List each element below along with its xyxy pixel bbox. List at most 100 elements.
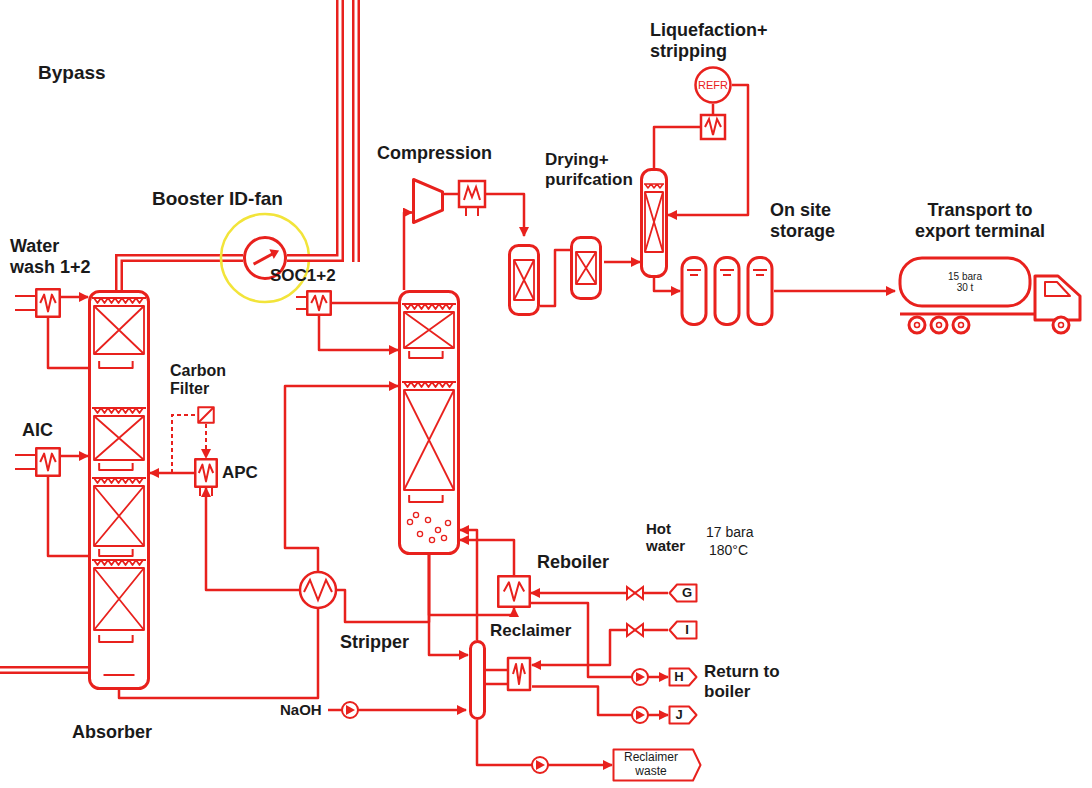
valve [627, 624, 643, 636]
equipment-label: Reclaimer [490, 621, 590, 641]
flow-line [774, 290, 895, 293]
offpage-connector [670, 622, 697, 639]
reclaimer-vessel [471, 642, 485, 719]
annotation-label: Bypass [38, 62, 138, 84]
adsorbent-bed [576, 252, 596, 284]
collector-tray [409, 351, 442, 358]
fan-arrowhead [269, 249, 279, 259]
flow-line [460, 530, 477, 640]
equipment-label: Drying+ purifcation [545, 150, 645, 189]
cooler-coil [464, 187, 480, 200]
distributor [92, 408, 146, 413]
truck-wheel [931, 317, 947, 333]
liquid-level [720, 270, 734, 275]
distributor [92, 478, 146, 483]
distributor [92, 560, 146, 565]
liquid-level [753, 270, 767, 275]
symbol-text: I [676, 623, 698, 638]
compressor-symbol: Compression [412, 178, 444, 224]
storage-tank [715, 258, 739, 325]
flow-line [205, 424, 207, 458]
packing-bed [645, 192, 663, 252]
tanker-truck: Transport to export terminal15 bara 30 t [895, 250, 1087, 338]
cooler [459, 181, 485, 207]
bed-cross [514, 260, 534, 300]
packing-cross [404, 312, 454, 348]
symbol-outline [398, 290, 460, 555]
bed-cross [576, 252, 596, 284]
process-line [460, 530, 477, 640]
flow-line [206, 488, 429, 622]
exchanger-coil [504, 582, 524, 600]
packing-bed [94, 416, 144, 460]
symbol-outline [668, 705, 698, 725]
valve [627, 587, 643, 599]
symbol-outline [508, 236, 604, 316]
flow-line [531, 592, 668, 595]
bypass-duct [355, 0, 358, 262]
process-line [48, 318, 88, 368]
wheel-hub [1059, 323, 1064, 328]
bubble [429, 537, 434, 542]
collector-tray [99, 361, 132, 368]
stack-duct [287, 0, 340, 258]
process-line [429, 555, 468, 655]
symbol-outline [412, 178, 444, 224]
symbol-outline [197, 406, 215, 424]
reclaimer-exchanger [508, 658, 530, 690]
pump-mark [636, 672, 645, 682]
filter-bypass [172, 415, 195, 473]
flow-line [48, 318, 88, 368]
equipment-label: On site storage [770, 200, 850, 241]
bubble [445, 520, 450, 525]
symbol-outline [306, 290, 332, 316]
condenser-coil [705, 119, 721, 135]
truck-chassis [900, 313, 1035, 316]
coolant-stub [466, 207, 478, 216]
distributor [92, 298, 146, 303]
process-line [332, 303, 398, 304]
process-line [404, 213, 412, 291]
symbol-outline [35, 288, 61, 318]
annotation-label: NaOH [280, 701, 340, 718]
process-line [654, 278, 680, 291]
pump [532, 757, 548, 773]
exchanger-coil [513, 664, 525, 684]
symbol-text: J [668, 708, 690, 723]
offpage-connector [670, 707, 697, 724]
flow-line [61, 455, 88, 458]
symbol-outline [194, 458, 218, 488]
distributor [402, 304, 456, 309]
packing-bed [404, 390, 454, 490]
filter-symbol: Carbon Filter [197, 406, 215, 424]
symbol-outline [468, 640, 532, 720]
equipment-label: AIC [22, 420, 82, 441]
annotation-label: 180°C [709, 542, 769, 558]
equipment-label: Reboiler [537, 552, 627, 573]
pump-mark [346, 705, 355, 715]
fan-arrow [254, 253, 275, 264]
symbol-outline [895, 250, 1087, 338]
bubble [413, 512, 418, 517]
wheel-hub [959, 323, 964, 328]
truck-cab [1035, 276, 1080, 320]
collector-tray [99, 635, 132, 642]
equipment-label: Water wash 1+2 [10, 236, 96, 277]
distributor [402, 382, 456, 387]
refrigeration-unit [696, 68, 731, 103]
process-line [774, 291, 895, 292]
exchanger-coil [311, 296, 327, 311]
heat-exchanger [498, 576, 530, 607]
refrigeration-circle: REFR [694, 66, 732, 104]
offpage-tag: H [668, 667, 698, 687]
storage-tank [748, 258, 772, 325]
interconnect [540, 250, 570, 306]
column-shell [400, 292, 459, 554]
filter-box [198, 407, 214, 423]
distributor [644, 184, 664, 188]
offpage-tag: Reclaimer waste [612, 748, 702, 782]
liquefaction-column: Liquefaction+ stripping [640, 168, 668, 278]
equipment-label: Compression [377, 143, 507, 164]
flue-gas-inlet [0, 666, 88, 674]
